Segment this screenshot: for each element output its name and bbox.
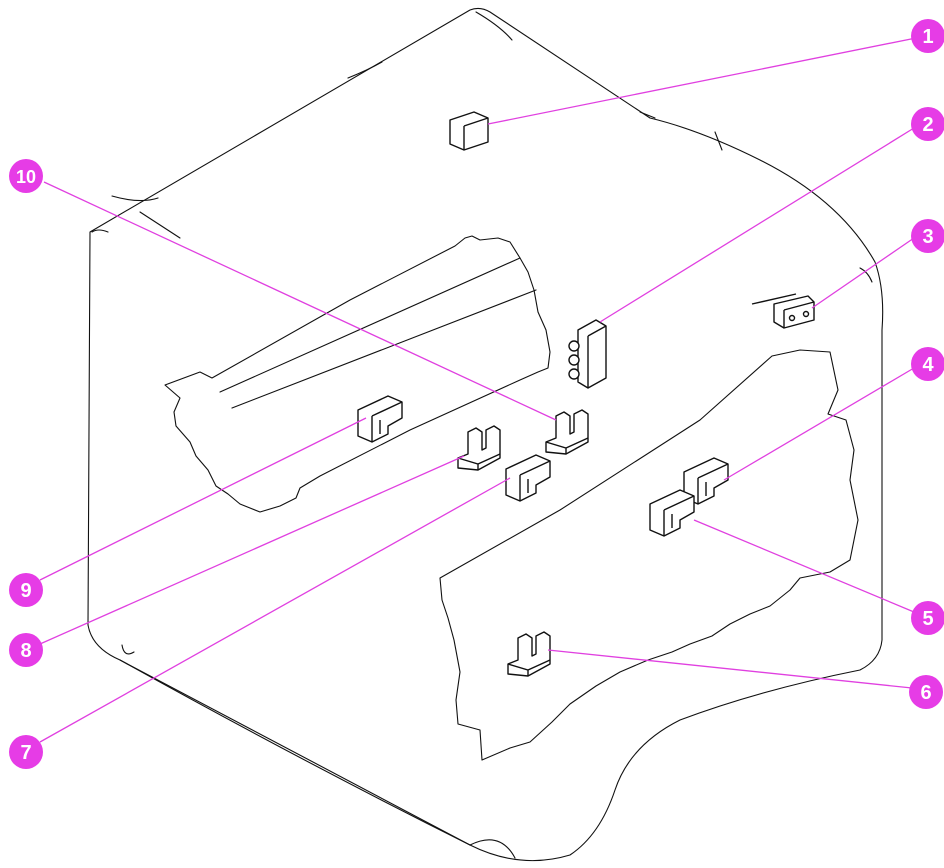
- leader-line-10: [44, 182, 556, 420]
- sensor-part-7: [506, 455, 550, 501]
- leader-line-5: [694, 520, 914, 612]
- callout-8: 8: [9, 633, 43, 667]
- callout-4: 4: [911, 347, 944, 381]
- sensor-part-6: [508, 632, 550, 676]
- leader-line-1: [488, 38, 916, 124]
- callout-8-label: 8: [20, 640, 31, 662]
- left-internal-cutout: [165, 236, 550, 512]
- leader-line-7: [40, 478, 510, 742]
- callout-9: 9: [9, 573, 43, 607]
- leader-line-3: [812, 238, 914, 308]
- callout-5-label: 5: [922, 608, 933, 630]
- callout-4-label: 4: [922, 354, 934, 376]
- callout-5: 5: [911, 601, 944, 635]
- callout-7-label: 7: [20, 742, 31, 764]
- right-internal-cutout: [440, 350, 858, 760]
- sensor-part-2: [569, 320, 606, 388]
- leader-line-8: [40, 456, 464, 644]
- callout-3: 3: [911, 219, 944, 253]
- leader-line-4: [724, 368, 914, 480]
- callout-10-label: 10: [16, 167, 36, 187]
- sensor-part-8: [458, 426, 500, 470]
- sensor-part-1: [450, 112, 488, 150]
- callout-1: 1: [911, 19, 944, 53]
- callout-6-label: 6: [920, 682, 931, 704]
- callout-10: 10: [9, 159, 43, 193]
- callout-2: 2: [911, 107, 944, 141]
- sensor-part-10: [546, 410, 588, 454]
- callout-7: 7: [9, 735, 43, 769]
- callout-3-label: 3: [922, 226, 933, 248]
- callout-9-label: 9: [20, 580, 31, 602]
- switch-part-3: [752, 294, 814, 328]
- callout-2-label: 2: [922, 114, 933, 136]
- callout-1-label: 1: [922, 26, 933, 48]
- callout-6: 6: [909, 675, 943, 709]
- sensor-part-5: [650, 490, 694, 536]
- leader-line-2: [600, 128, 914, 322]
